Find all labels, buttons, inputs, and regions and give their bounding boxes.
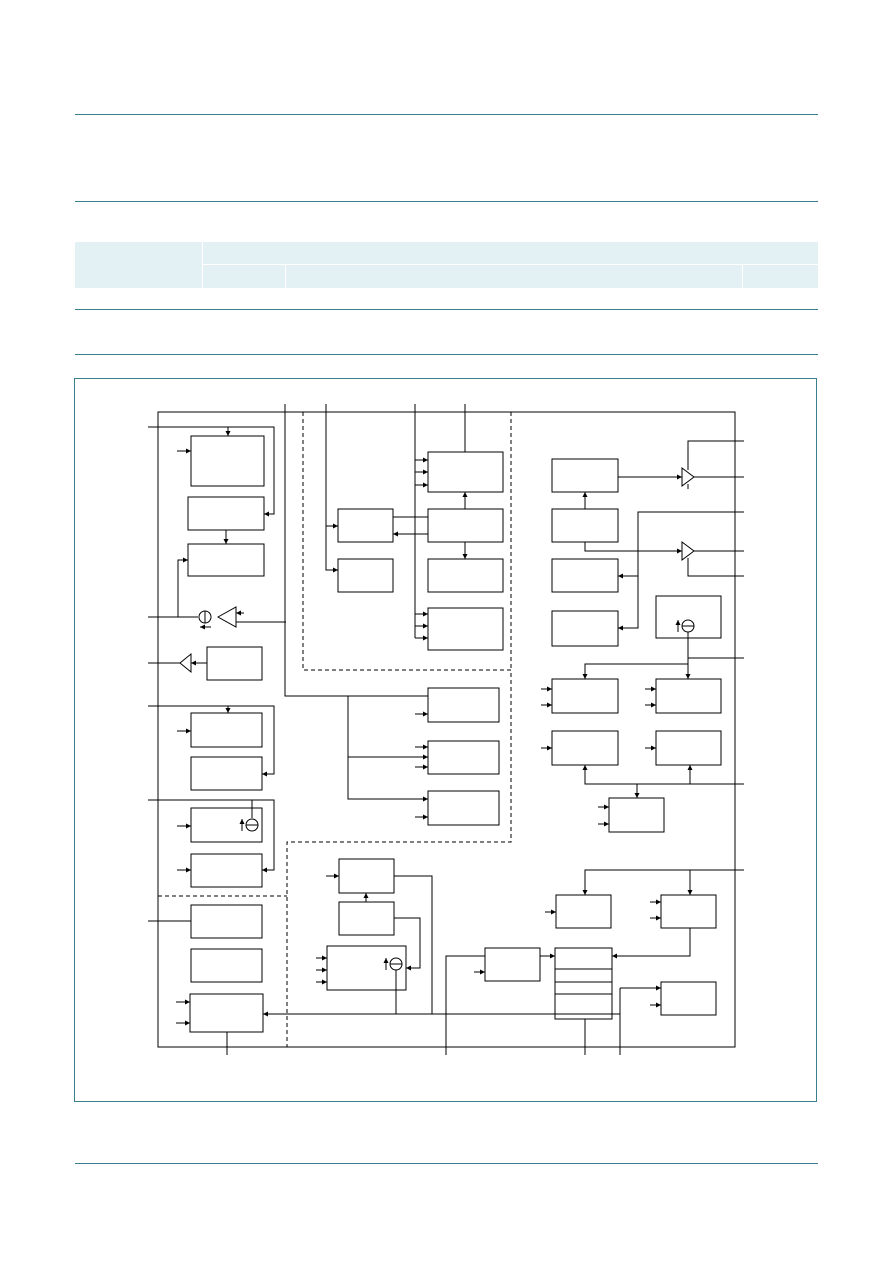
block bbox=[660, 894, 717, 929]
section-rule-1 bbox=[75, 309, 818, 310]
block bbox=[551, 678, 619, 714]
block bbox=[206, 646, 263, 681]
wire bbox=[584, 542, 682, 554]
header-rule bbox=[75, 201, 818, 202]
block bbox=[608, 797, 665, 833]
pin-line bbox=[582, 765, 744, 785]
block bbox=[427, 687, 500, 723]
block bbox=[190, 756, 263, 791]
pin-line bbox=[148, 426, 275, 517]
block bbox=[551, 458, 619, 493]
footer-rule bbox=[75, 1163, 818, 1164]
wire bbox=[445, 955, 485, 1014]
block bbox=[427, 451, 504, 493]
block bbox=[190, 948, 263, 983]
amplifier-symbol bbox=[681, 467, 695, 487]
pin-line bbox=[325, 404, 338, 573]
block bbox=[338, 901, 395, 936]
wire bbox=[347, 696, 428, 802]
wire bbox=[177, 557, 188, 617]
pin-line bbox=[582, 869, 744, 895]
block bbox=[190, 435, 265, 487]
wire bbox=[394, 917, 421, 971]
amplifier-symbol bbox=[681, 541, 695, 561]
table-divider bbox=[285, 264, 286, 288]
wire bbox=[612, 928, 691, 959]
block bbox=[427, 607, 504, 651]
block bbox=[660, 981, 717, 1016]
block bbox=[187, 543, 265, 577]
block bbox=[189, 993, 264, 1033]
block bbox=[427, 558, 504, 593]
info-table bbox=[75, 242, 818, 288]
block bbox=[655, 678, 722, 714]
top-rule bbox=[75, 114, 818, 115]
section-rule-2 bbox=[75, 354, 818, 355]
register-divider bbox=[555, 968, 612, 995]
block bbox=[655, 730, 722, 766]
block bbox=[551, 610, 619, 647]
wire bbox=[394, 875, 433, 1014]
block bbox=[551, 558, 619, 593]
pin-line bbox=[687, 440, 744, 470]
table-divider bbox=[742, 264, 743, 288]
block bbox=[555, 894, 612, 929]
block bbox=[187, 496, 265, 531]
block bbox=[337, 508, 394, 543]
amplifier-symbol bbox=[216, 606, 237, 628]
block bbox=[190, 904, 263, 939]
block bbox=[551, 730, 619, 766]
pin-line bbox=[148, 799, 275, 873]
block bbox=[190, 853, 263, 888]
table-divider bbox=[202, 264, 818, 265]
pin-line bbox=[618, 511, 744, 579]
block bbox=[551, 508, 619, 543]
block bbox=[338, 858, 395, 894]
pin-line bbox=[687, 558, 744, 577]
wire bbox=[582, 663, 688, 679]
block bbox=[190, 712, 263, 748]
table-divider bbox=[202, 242, 203, 288]
wire bbox=[618, 576, 639, 631]
figure-frame bbox=[74, 378, 817, 1102]
block bbox=[427, 740, 500, 775]
pin-line bbox=[284, 404, 348, 697]
pin-line bbox=[148, 705, 275, 777]
block bbox=[337, 558, 394, 593]
partition-dashed bbox=[286, 412, 512, 1047]
block bbox=[484, 947, 541, 982]
register-stack bbox=[554, 947, 613, 1020]
block bbox=[427, 790, 500, 826]
block bbox=[427, 508, 504, 543]
